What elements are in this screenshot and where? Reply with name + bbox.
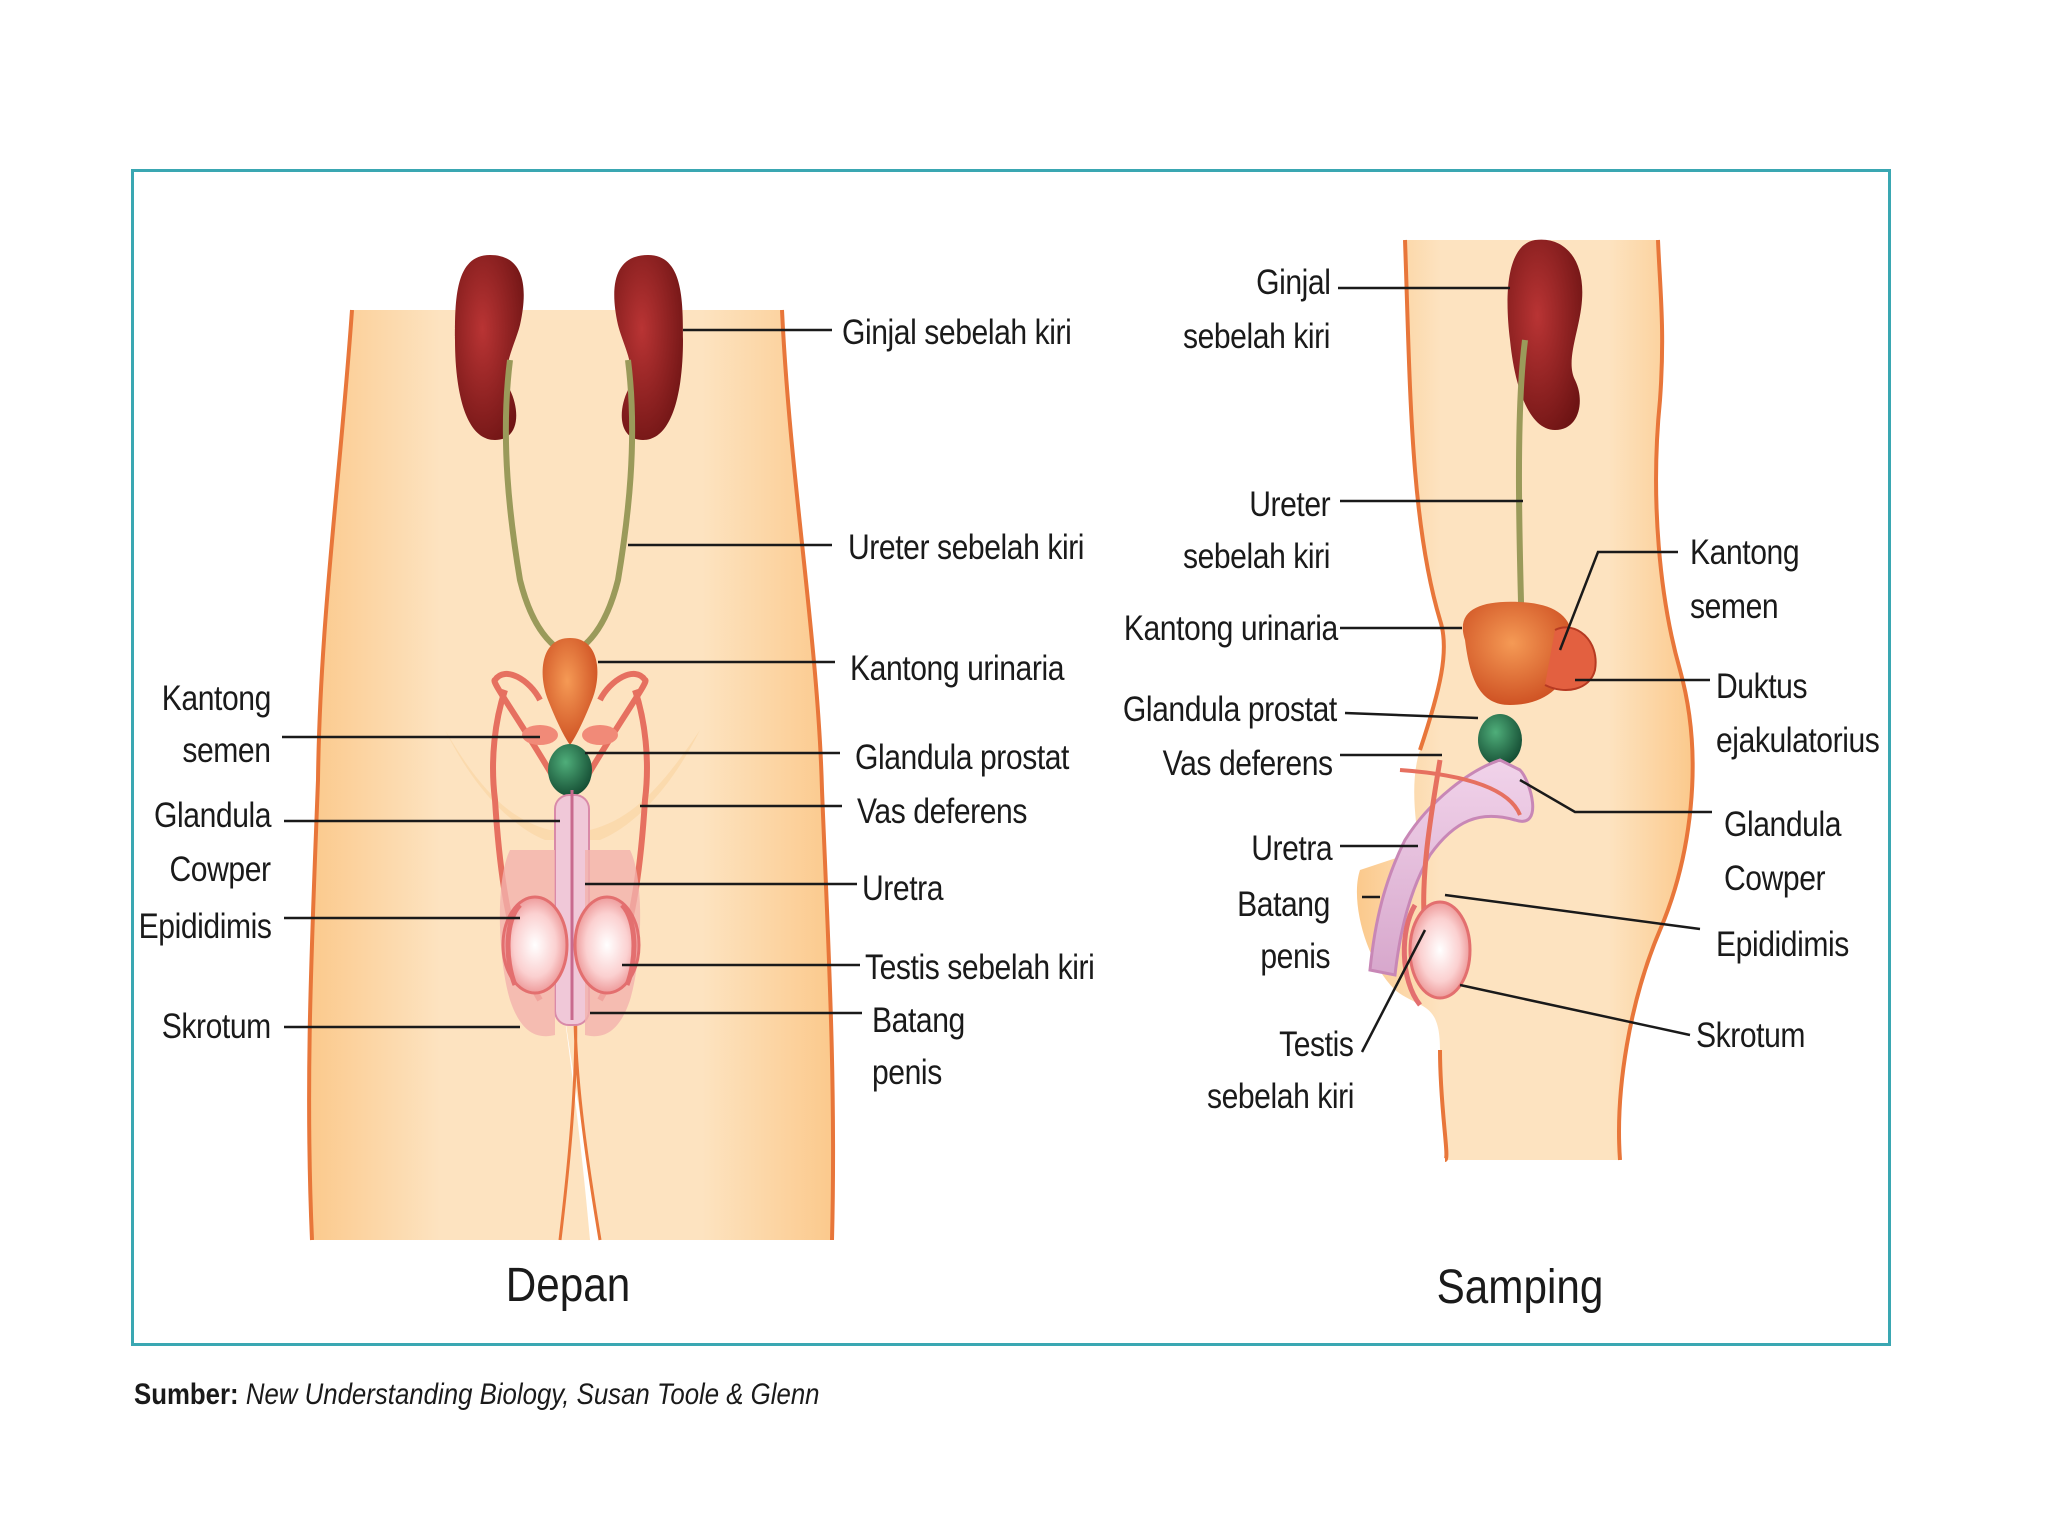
label-side-batang-2: penis — [1260, 937, 1330, 976]
front-view — [282, 255, 862, 1241]
label-side-uretra: Uretra — [1250, 829, 1332, 868]
label-side-ureter-2: sebelah kiri — [1182, 537, 1331, 576]
label-front-ureter: Ureter sebelah kiri — [848, 528, 1085, 567]
side-prostate — [1478, 714, 1522, 766]
label-front-cowper-1: Glandula — [153, 796, 271, 835]
side-view — [1338, 239, 1712, 1162]
label-front-kantong-semen-1: Kantong — [161, 679, 272, 718]
label-front-kantong-urinaria: Kantong urinaria — [850, 649, 1065, 688]
label-side-skrotum: Skrotum — [1696, 1016, 1806, 1055]
label-front-batang-1: Batang — [872, 1001, 965, 1040]
label-front-ginjal: Ginjal sebelah kiri — [842, 313, 1072, 352]
label-front-vas-deferens: Vas deferens — [857, 792, 1027, 831]
side-penis — [1368, 758, 1535, 977]
label-side-cowper-1: Glandula — [1724, 805, 1842, 844]
front-testis-left — [573, 895, 641, 995]
source-citation: Sumber: New Understanding Biology, Susan… — [134, 1378, 820, 1412]
source-text: New Understanding Biology, Susan Toole &… — [245, 1378, 820, 1411]
label-side-testis-1: Testis — [1278, 1025, 1354, 1064]
label-side-glandula-prostat: Glandula prostat — [1123, 690, 1337, 729]
label-side-duktus-1: Duktus — [1716, 667, 1808, 706]
label-front-glandula-prostat: Glandula prostat — [855, 738, 1069, 777]
label-front-skrotum: Skrotum — [161, 1007, 271, 1046]
front-prostate — [548, 744, 592, 796]
label-front-epididimis: Epididimis — [138, 907, 271, 946]
label-side-ureter-1: Ureter — [1248, 485, 1330, 524]
label-front-testis: Testis sebelah kiri — [865, 948, 1095, 987]
front-testis-right — [501, 895, 569, 995]
label-side-vas-deferens: Vas deferens — [1163, 744, 1333, 783]
label-side-batang-1: Batang — [1237, 885, 1330, 924]
side-testis — [1408, 900, 1472, 1000]
label-front-batang-2: penis — [872, 1053, 942, 1092]
front-leader-lines — [282, 328, 862, 1029]
source-label: Sumber: — [134, 1378, 239, 1411]
side-bladder — [1462, 601, 1573, 705]
label-side-kantong-semen-2: semen — [1690, 587, 1779, 626]
label-side-duktus-2: ejakulatorius — [1716, 721, 1880, 760]
label-side-kantong-semen-1: Kantong — [1690, 533, 1800, 572]
label-side-testis-2: sebelah kiri — [1206, 1077, 1355, 1116]
label-side-epididimis: Epididimis — [1716, 925, 1849, 964]
label-front-kantong-semen-2: semen — [182, 731, 272, 770]
label-side-cowper-2: Cowper — [1724, 859, 1826, 898]
label-side-ginjal-2: sebelah kiri — [1182, 317, 1331, 356]
caption-side: Samping — [1436, 1261, 1604, 1314]
label-front-uretra: Uretra — [862, 869, 944, 908]
front-ureter-left — [576, 359, 636, 653]
label-side-ginjal-1: Ginjal — [1255, 263, 1331, 302]
side-kidney — [1507, 239, 1583, 430]
front-bladder — [542, 638, 598, 745]
label-front-cowper-2: Cowper — [169, 850, 272, 889]
caption-front: Depan — [505, 1259, 631, 1312]
side-leader-lines — [1338, 286, 1712, 1053]
front-ureter-right — [502, 359, 562, 653]
label-side-kantong-urinaria: Kantong urinaria — [1123, 609, 1338, 648]
